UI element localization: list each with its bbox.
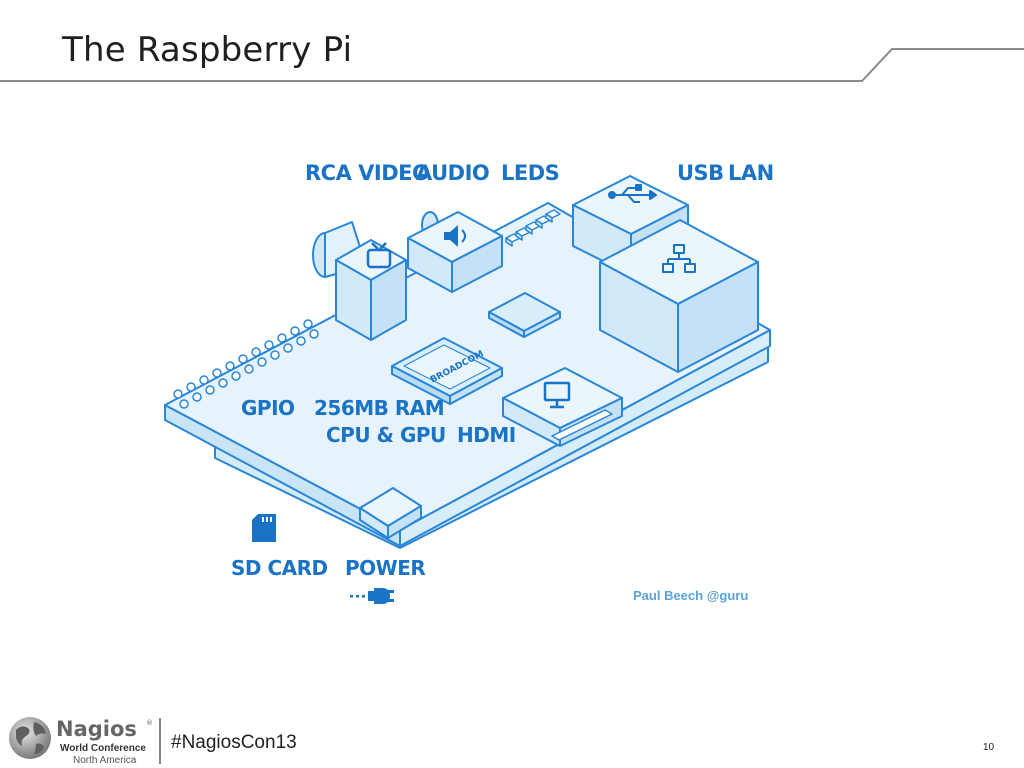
speaker-icon bbox=[444, 225, 466, 247]
gpio-pins bbox=[173, 319, 319, 409]
label-audio: AUDIO bbox=[416, 161, 489, 185]
label-gpio: GPIO bbox=[241, 396, 295, 420]
logo-line1: World Conference bbox=[60, 743, 146, 754]
raspberry-pi-diagram: BROADCOM bbox=[164, 161, 774, 604]
page-title: The Raspberry Pi bbox=[62, 30, 353, 70]
logo-brand: Nagios bbox=[56, 717, 137, 741]
usb-icon bbox=[608, 184, 657, 203]
label-rca-video: RCA VIDEO bbox=[305, 161, 429, 185]
globe-icon bbox=[9, 717, 51, 759]
label-sd-card: SD CARD bbox=[231, 556, 328, 580]
logo-registered-mark: ® bbox=[146, 719, 153, 727]
conference-hashtag: #NagiosCon13 bbox=[171, 732, 297, 753]
sd-card-icon bbox=[252, 514, 276, 542]
leds bbox=[505, 209, 561, 247]
audio-connector bbox=[407, 211, 503, 293]
label-hdmi: HDMI bbox=[457, 423, 516, 447]
logo-line2: North America bbox=[73, 755, 137, 766]
monitor-icon bbox=[543, 381, 571, 409]
title-rule bbox=[0, 48, 1024, 82]
nagios-logo: Nagios ® World Conference North America bbox=[9, 717, 161, 766]
label-cpu-gpu: CPU & GPU bbox=[326, 423, 446, 447]
label-lan: LAN bbox=[728, 161, 774, 185]
small-chip bbox=[488, 292, 561, 338]
power-connector bbox=[359, 487, 422, 539]
hdmi-connector bbox=[502, 367, 623, 447]
diagram-credit: Paul Beech @guru bbox=[633, 588, 748, 603]
lan-connector bbox=[599, 219, 759, 373]
page-number: 10 bbox=[983, 742, 995, 753]
network-icon bbox=[662, 244, 696, 273]
label-ram: 256MB RAM bbox=[314, 396, 444, 420]
label-leds: LEDS bbox=[501, 161, 559, 185]
soc-chip bbox=[391, 337, 503, 405]
tv-icon bbox=[366, 242, 392, 269]
power-plug-icon bbox=[350, 588, 394, 604]
label-usb: USB bbox=[677, 161, 724, 185]
label-power: POWER bbox=[345, 556, 425, 580]
